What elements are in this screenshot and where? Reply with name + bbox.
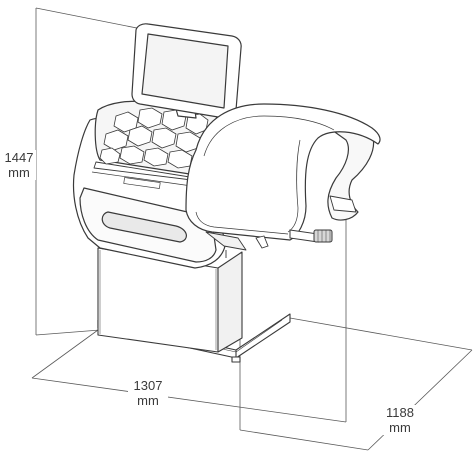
tray-label bbox=[123, 177, 161, 189]
width-left-extension bbox=[31, 329, 99, 379]
height-bottom-extension bbox=[35, 329, 101, 336]
guard-bracket bbox=[329, 195, 357, 213]
wheel-guard bbox=[185, 103, 381, 251]
base-foot bbox=[231, 356, 241, 363]
height-dimension-label: 1447 mm bbox=[2, 150, 36, 180]
depth-front-extension bbox=[239, 429, 369, 451]
width-unit: mm bbox=[137, 393, 159, 408]
monitor-screen bbox=[141, 33, 229, 109]
width-value: 1307 bbox=[133, 378, 163, 393]
shaft-thread bbox=[313, 229, 333, 243]
depth-unit: mm bbox=[389, 420, 411, 435]
height-unit: mm bbox=[8, 165, 30, 180]
handle-slot bbox=[101, 211, 187, 243]
pedestal-cabinet bbox=[97, 247, 243, 353]
sensor-arm bbox=[225, 235, 269, 258]
monitor bbox=[131, 23, 242, 119]
cabinet-side bbox=[217, 251, 243, 353]
depth-value: 1188 bbox=[386, 405, 414, 420]
height-value: 1447 bbox=[4, 150, 34, 165]
depth-dimension-label: 1188 mm bbox=[380, 405, 420, 435]
width-dimension-label: 1307 mm bbox=[128, 378, 168, 408]
depth-back-extension bbox=[289, 317, 473, 351]
guard-hinge bbox=[205, 231, 247, 251]
guard-shell bbox=[185, 103, 381, 241]
depth-dimension-line bbox=[367, 349, 473, 451]
width-dimension-line bbox=[31, 377, 347, 423]
main-shaft bbox=[289, 229, 333, 243]
height-top-extension bbox=[35, 7, 153, 32]
tray-compartments bbox=[99, 107, 209, 169]
